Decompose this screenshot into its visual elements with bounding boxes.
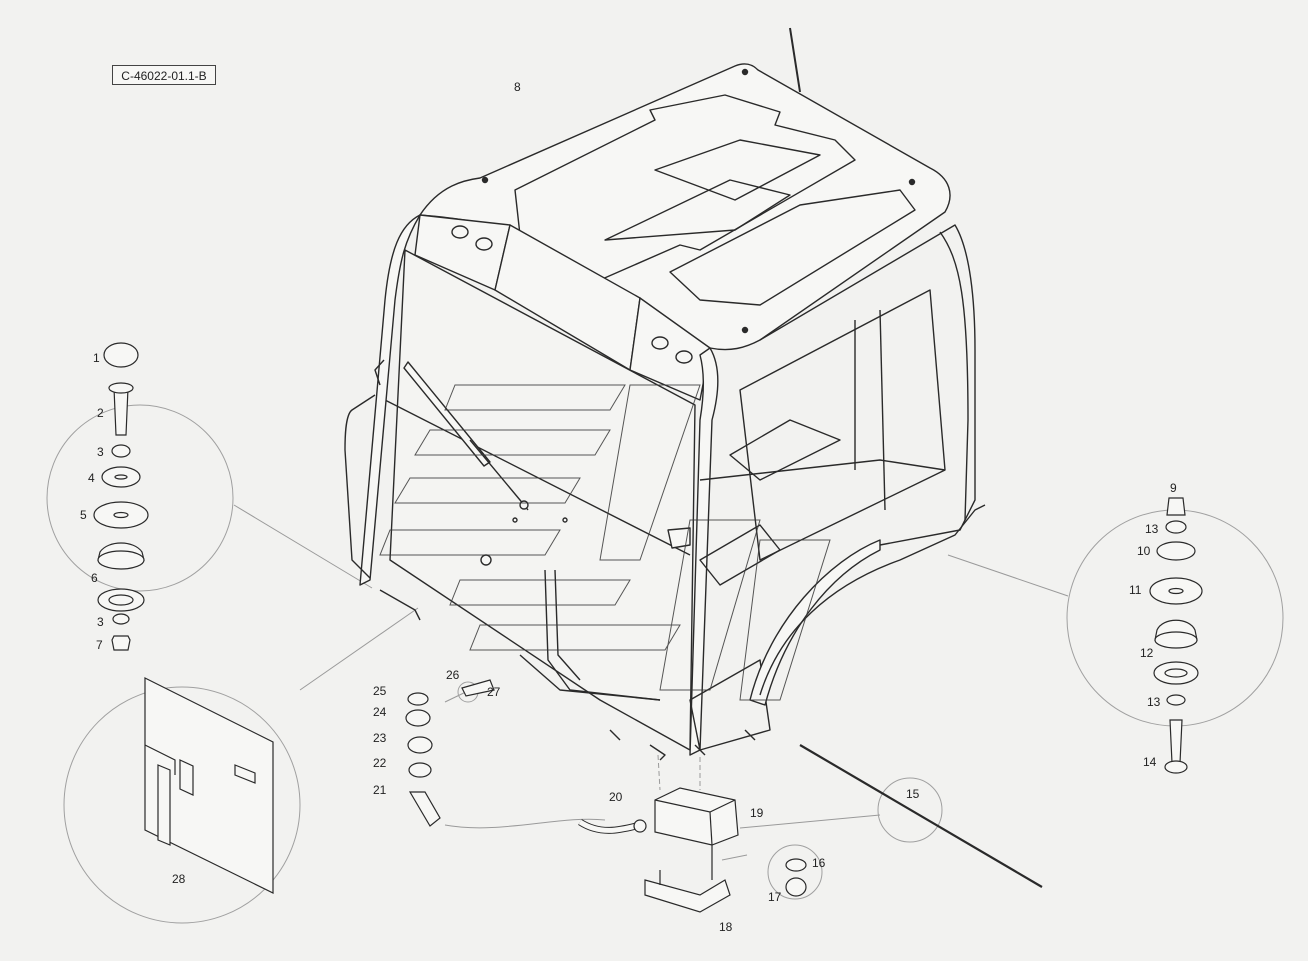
cap-part xyxy=(103,342,139,368)
callout-6: 6 xyxy=(91,571,98,585)
callout-28: 28 xyxy=(172,872,186,886)
drawing-reference-label: С-46022-01.1-В xyxy=(112,65,216,85)
detail-circle-rod xyxy=(877,777,943,843)
guide-lines xyxy=(233,504,1069,861)
mount-stack-right xyxy=(1149,497,1203,774)
washer-part xyxy=(111,444,131,458)
callout-18: 18 xyxy=(719,920,733,934)
callout-12: 12 xyxy=(1140,646,1154,660)
callout-19: 19 xyxy=(750,806,764,820)
washer-part xyxy=(101,466,141,488)
tank-part xyxy=(654,787,739,846)
callout-7: 7 xyxy=(96,638,103,652)
detail-circle-washers xyxy=(767,844,823,900)
detail-circle-panel xyxy=(63,686,301,924)
plug-part xyxy=(461,679,495,697)
nut-part xyxy=(1166,497,1186,516)
callout-1: 1 xyxy=(93,351,100,365)
callout-17: 17 xyxy=(768,890,782,904)
detail-circle-mount-left xyxy=(46,404,234,592)
tank-bracket-part xyxy=(644,879,731,913)
mount-stack-left xyxy=(93,342,149,651)
callout-4: 4 xyxy=(88,471,95,485)
callout-13b: 13 xyxy=(1147,695,1161,709)
callout-22: 22 xyxy=(373,756,387,770)
hose-part xyxy=(408,791,441,827)
plate-part xyxy=(93,501,149,529)
callout-2: 2 xyxy=(97,406,104,420)
callout-15: 15 xyxy=(906,787,920,801)
callout-3: 3 xyxy=(97,445,104,459)
callout-23: 23 xyxy=(373,731,387,745)
callout-25: 25 xyxy=(373,684,387,698)
callout-27: 27 xyxy=(487,685,501,699)
callout-13: 13 xyxy=(1145,522,1159,536)
callout-21: 21 xyxy=(373,783,387,797)
callout-8: 8 xyxy=(514,80,521,94)
callout-10: 10 xyxy=(1137,544,1151,558)
callout-24: 24 xyxy=(373,705,387,719)
callout-11: 11 xyxy=(1129,583,1142,597)
nut-part xyxy=(111,635,131,651)
panel-part xyxy=(144,677,274,894)
bolt-part xyxy=(1169,719,1183,764)
watermark-logo xyxy=(379,384,831,701)
callout-9: 9 xyxy=(1170,481,1177,495)
tank-assembly xyxy=(405,679,807,913)
callout-14: 14 xyxy=(1143,755,1157,769)
callout-26: 26 xyxy=(446,668,460,682)
bolt-part xyxy=(113,387,129,436)
callout-5: 5 xyxy=(80,508,87,522)
rod-part xyxy=(799,744,1043,888)
callout-16: 16 xyxy=(812,856,826,870)
callout-20: 20 xyxy=(609,790,623,804)
callout-3b: 3 xyxy=(97,615,104,629)
